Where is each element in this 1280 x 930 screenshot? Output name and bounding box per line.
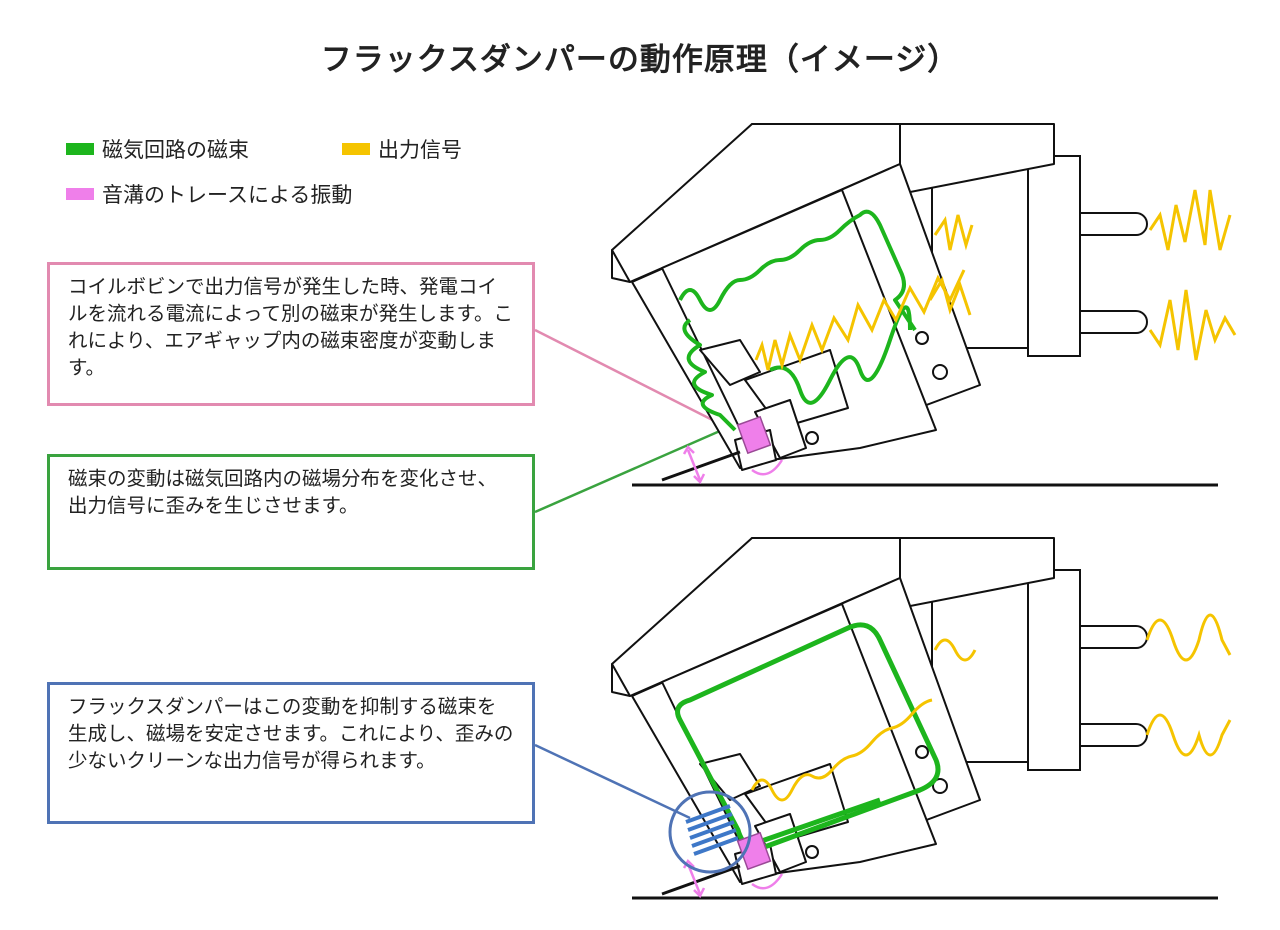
- callout-blue: フラックスダンパーはこの変動を抑制する磁束を生成し、磁場を安定させます。これによ…: [47, 682, 535, 824]
- callout-blue-text: フラックスダンパーはこの変動を抑制する磁束を生成し、磁場を安定させます。これによ…: [68, 695, 513, 772]
- callout-pink: コイルボビンで出力信号が発生した時、発電コイルを流れる電流によって別の磁束が発生…: [47, 262, 535, 406]
- top-cartridge: [612, 124, 1235, 485]
- bottom-cartridge: [612, 538, 1230, 898]
- callout-pink-text: コイルボビンで出力信号が発生した時、発電コイルを流れる電流によって別の磁束が発生…: [68, 275, 513, 379]
- callout-green-text: 磁束の変動は磁気回路内の磁場分布を変化させ、出力信号に歪みを生じさせます。: [68, 467, 497, 517]
- callout-green: 磁束の変動は磁気回路内の磁場分布を変化させ、出力信号に歪みを生じさせます。: [47, 454, 535, 570]
